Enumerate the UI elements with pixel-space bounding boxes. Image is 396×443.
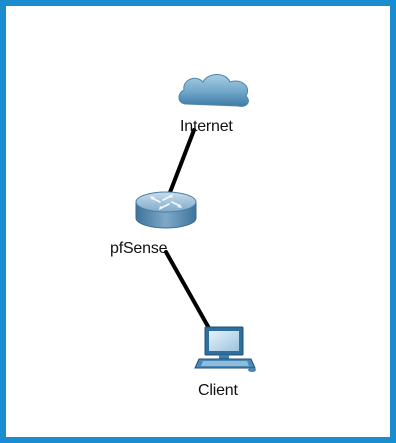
router-icon[interactable] bbox=[135, 191, 197, 229]
node-label-pfsense: pfSense bbox=[110, 240, 168, 257]
node-label-client: Client bbox=[198, 382, 238, 399]
pc-icon[interactable] bbox=[194, 326, 256, 372]
node-label-internet: Internet bbox=[180, 118, 233, 135]
cloud-icon[interactable] bbox=[178, 74, 249, 107]
link-pfsense-client[interactable] bbox=[164, 250, 212, 332]
